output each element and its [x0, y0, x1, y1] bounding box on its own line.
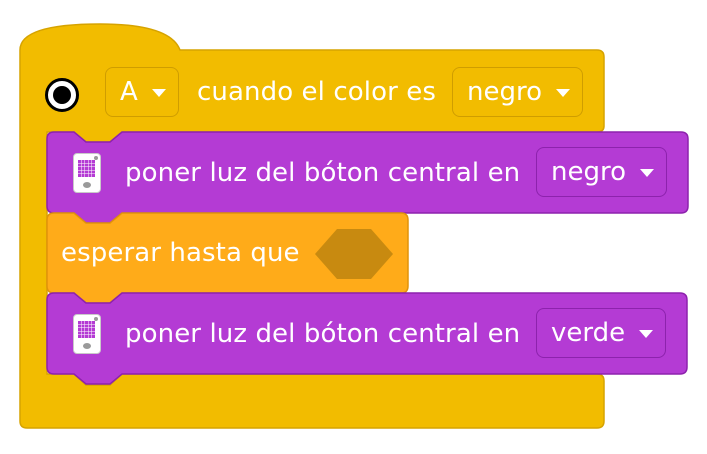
port-dropdown[interactable]: A	[105, 67, 179, 117]
light-color-dropdown-2[interactable]: verde	[536, 308, 667, 358]
hat-block-label: cuando el color es	[197, 77, 436, 107]
color-value: negro	[467, 77, 543, 107]
light-color-dropdown-1[interactable]: negro	[536, 147, 668, 197]
caret-down-icon	[151, 89, 166, 97]
color-dropdown[interactable]: negro	[452, 67, 584, 117]
light-block-2-label: poner luz del bóton central en	[125, 319, 521, 349]
light-color-value-2: verde	[551, 318, 626, 348]
condition-slot[interactable]	[315, 229, 393, 279]
caret-down-icon	[639, 330, 654, 338]
hub-light-icon	[73, 314, 101, 354]
caret-down-icon	[556, 89, 571, 97]
hub-light-icon	[73, 153, 101, 193]
light-block-1-label: poner luz del bóton central en	[125, 158, 521, 188]
light-block-2-shape[interactable]	[46, 292, 688, 385]
port-value: A	[120, 77, 138, 107]
wait-block-label: esperar hasta que	[61, 238, 300, 268]
light-color-value-1: negro	[551, 157, 627, 187]
color-sensor-icon	[45, 78, 79, 112]
caret-down-icon	[640, 169, 655, 177]
